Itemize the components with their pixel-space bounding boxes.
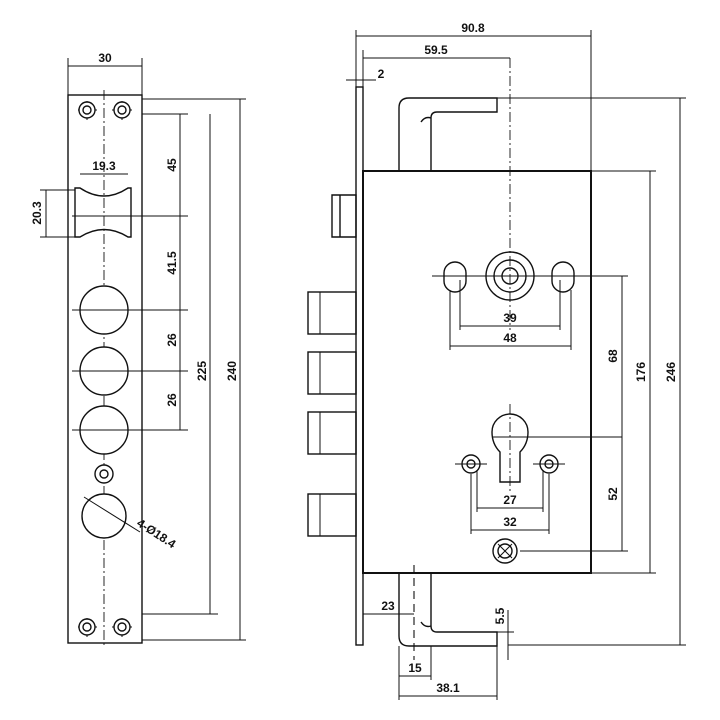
total-240-label: 240 (225, 361, 239, 381)
deadbolt-1 (307, 291, 357, 335)
tail-23-label: 23 (381, 599, 395, 613)
faceplate-outline (67, 94, 143, 644)
small-screw-hole (94, 464, 114, 484)
handle-width-label: 19.3 (92, 159, 116, 173)
cylinder-screw-right (533, 454, 565, 474)
handle-slot-left (443, 261, 467, 293)
overall-width-90-8-label: 90.8 (461, 21, 485, 35)
tail-15-label: 15 (408, 661, 422, 675)
cylinder-screw-left (455, 454, 487, 474)
bottom-tail (398, 573, 498, 647)
tail-38-1-label: 38.1 (436, 681, 460, 695)
bottom-case-screw (492, 538, 518, 564)
total-225-label: 225 (195, 361, 209, 381)
width-30-label: 30 (98, 51, 112, 65)
side-view: 39 48 27 32 6 (307, 21, 686, 700)
hole-diameter-label: 4-Ø18.4 (134, 516, 178, 552)
tail-5-5-label: 5.5 (493, 607, 507, 624)
screw-hole-top-right (112, 101, 132, 120)
total-height-246-label: 246 (664, 362, 678, 382)
cylinder-27-label: 27 (503, 493, 517, 507)
spacing-45-label: 45 (165, 158, 179, 172)
front-view: 30 19.3 20.3 45 41.5 26 26 225 240 4-Ø18… (30, 51, 246, 648)
faceplate-2-label: 2 (378, 67, 385, 81)
cylinder-32-label: 32 (503, 515, 517, 529)
spacing-41-5-label: 41.5 (165, 251, 179, 275)
center-52-label: 52 (606, 487, 620, 501)
spacing-26a-label: 26 (165, 333, 179, 347)
top-hook (398, 97, 498, 171)
spacing-26b-label: 26 (165, 393, 179, 407)
handle-height-label: 20.3 (30, 201, 44, 225)
screw-hole-bottom-left (78, 618, 97, 637)
lock-case-body (362, 170, 592, 574)
center-68-label: 68 (606, 349, 620, 363)
latch (331, 194, 357, 238)
hole-spacing-48-label: 48 (503, 331, 517, 345)
deadbolt-2 (307, 351, 357, 395)
screw-hole-bottom-right (112, 618, 132, 637)
side-faceplate (355, 86, 364, 646)
body-height-176-label: 176 (634, 362, 648, 382)
bolt-hole-4 (81, 493, 127, 539)
deadbolt-4 (307, 493, 357, 537)
latch-opening (74, 187, 132, 238)
backset-59-5-label: 59.5 (424, 43, 448, 57)
screw-hole-top-left (78, 101, 97, 120)
handle-slot-right (551, 261, 575, 293)
deadbolt-3 (307, 411, 357, 455)
hole-spacing-39-label: 39 (503, 311, 517, 325)
